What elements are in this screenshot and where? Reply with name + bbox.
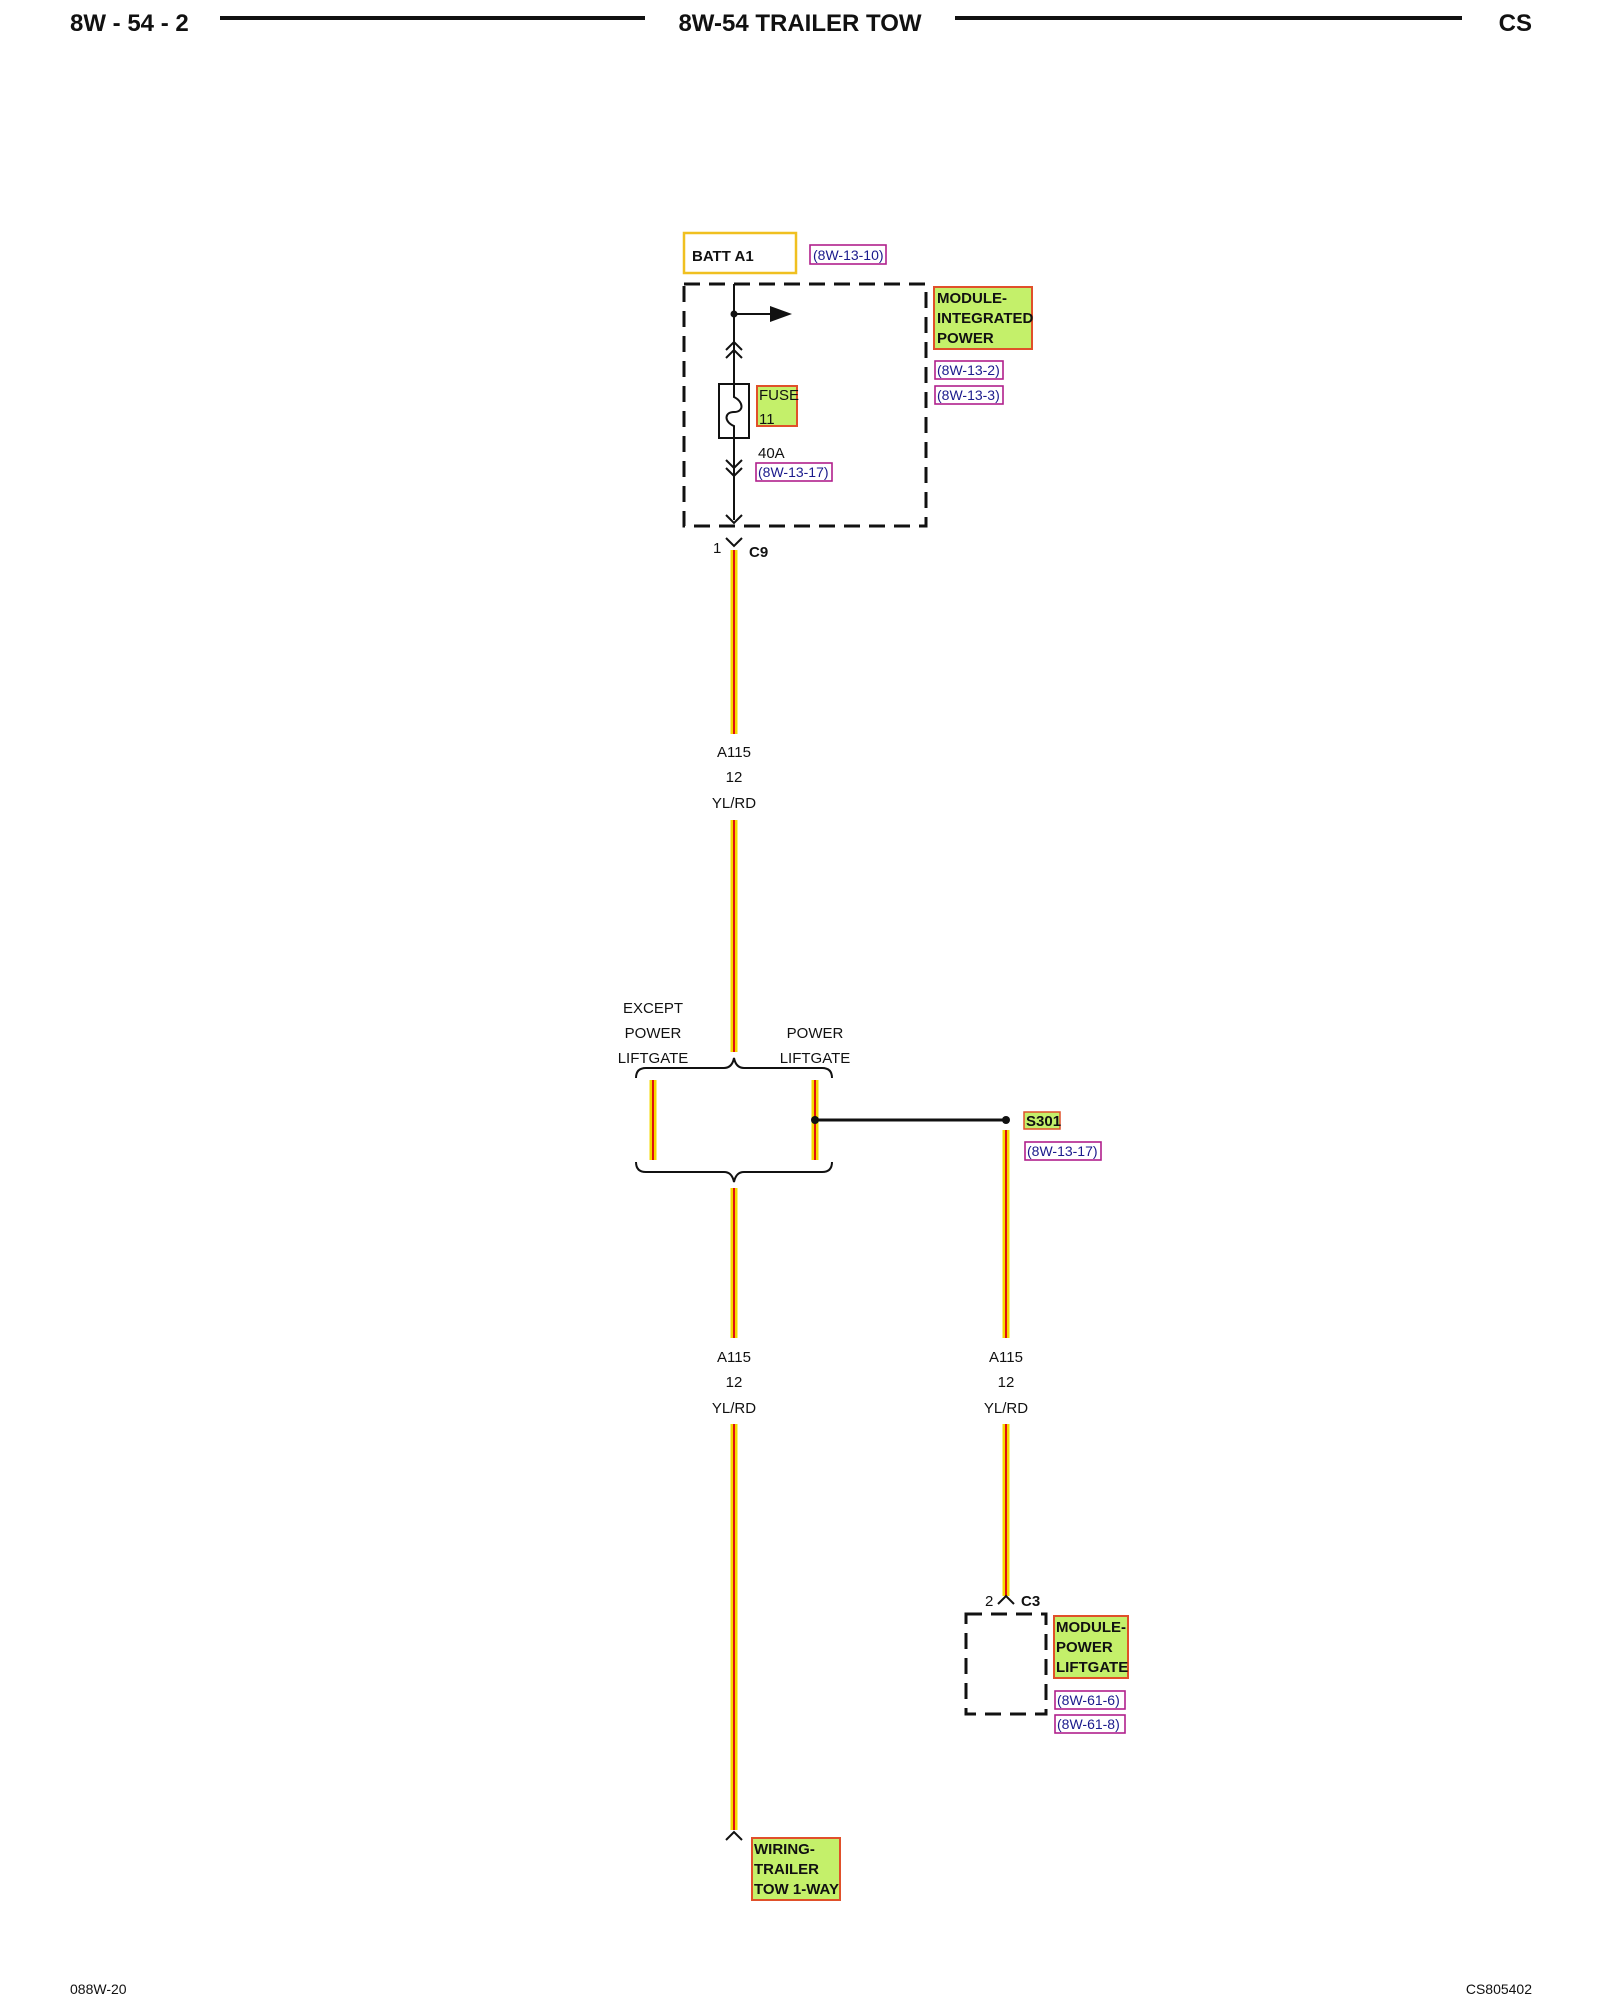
module-integrated-power-box — [682, 282, 928, 528]
svg-text:(8W-13-17): (8W-13-17) — [1027, 1143, 1098, 1159]
fuse-label-box — [756, 385, 798, 427]
wire-left-circuit: A115 — [717, 1349, 751, 1366]
c3-pin: 2 — [985, 1593, 993, 1610]
chevron-lower-b — [725, 467, 743, 478]
wire-top-color: YL/RD — [712, 795, 756, 812]
fuse-label-line-2: 11 — [759, 411, 775, 428]
svg-text:(8W-13-3): (8W-13-3) — [937, 387, 1000, 403]
svg-text:(8W-61-8): (8W-61-8) — [1057, 1716, 1120, 1732]
batt-label: BATT A1 — [692, 248, 754, 265]
header-title: 8W-54 TRAILER TOW — [678, 10, 921, 37]
wire-left-gauge: 12 — [726, 1374, 743, 1391]
splice-ref-link[interactable]: (8W-13-17) — [1024, 1141, 1102, 1161]
option-right-line-1: POWER — [787, 1025, 844, 1042]
mip-label-line-3: POWER — [937, 330, 994, 347]
fuse-rating: 40A — [758, 445, 785, 462]
svg-text:(8W-13-10): (8W-13-10) — [813, 247, 884, 263]
c9-pin: 1 — [713, 540, 721, 557]
batt-box — [682, 231, 798, 275]
fuse-ref-link[interactable]: (8W-13-17) — [755, 462, 833, 482]
wire-top-circuit: A115 — [717, 744, 751, 761]
header-left: 8W - 54 - 2 — [70, 10, 189, 37]
chevron-upper-a — [725, 340, 743, 351]
wt-label-line-2: TRAILER — [754, 1861, 819, 1878]
footer-left: 088W-20 — [70, 1981, 127, 1997]
option-left-line-3: LIFTGATE — [618, 1050, 689, 1067]
splice-s301-dot — [1002, 1116, 1010, 1124]
fuse-element — [725, 384, 743, 438]
module-power-liftgate-label-box — [1053, 1615, 1129, 1679]
svg-text:(8W-13-17): (8W-13-17) — [758, 464, 829, 480]
footer-right: CS805402 — [1466, 1981, 1532, 1997]
mip-label-line-2: INTEGRATED — [937, 310, 1034, 327]
svg-text:(8W-61-6): (8W-61-6) — [1057, 1692, 1120, 1708]
c9-connector-symbol — [725, 537, 743, 548]
option-brace-top — [635, 1057, 833, 1079]
chevron-upper-b — [725, 348, 743, 359]
batt-ref-link[interactable]: (8W-13-10) — [809, 244, 887, 265]
wire-right-color: YL/RD — [984, 1400, 1028, 1417]
mpl-label-line-2: POWER — [1056, 1639, 1113, 1656]
mip-ref-link-1[interactable]: (8W-13-2) — [934, 360, 1004, 380]
c9-name: C9 — [749, 544, 768, 561]
module-power-liftgate-box — [964, 1612, 1048, 1716]
wiring-trailer-label-box — [751, 1837, 841, 1901]
wire-right-circuit: A115 — [989, 1349, 1023, 1366]
wt-label-line-1: WIRING- — [754, 1841, 815, 1858]
c3-connector-symbol — [997, 1594, 1015, 1605]
option-right-line-2: LIFTGATE — [780, 1050, 851, 1067]
splice-label-box — [1023, 1111, 1061, 1130]
mip-ref-link-2[interactable]: (8W-13-3) — [934, 385, 1004, 405]
mpl-ref-link-1[interactable]: (8W-61-6) — [1054, 1690, 1126, 1710]
header-right: CS — [1499, 10, 1532, 37]
module-integrated-power-label-box — [933, 286, 1033, 350]
wt-label-line-3: TOW 1-WAY — [754, 1881, 839, 1898]
svg-text:(8W-13-2): (8W-13-2) — [937, 362, 1000, 378]
mpl-label-line-3: LIFTGATE — [1056, 1659, 1128, 1676]
mpl-ref-link-2[interactable]: (8W-61-8) — [1054, 1714, 1126, 1734]
c3-name: C3 — [1021, 1593, 1040, 1610]
trailer-connector-symbol — [725, 1830, 743, 1841]
chevron-bottom — [725, 514, 743, 525]
wire-top-gauge: 12 — [726, 769, 743, 786]
mpl-label-line-1: MODULE- — [1056, 1619, 1126, 1636]
wire-left-color: YL/RD — [712, 1400, 756, 1417]
option-brace-bottom — [635, 1161, 833, 1183]
bus-arrow — [770, 306, 792, 322]
option-left-line-1: EXCEPT — [623, 1000, 683, 1017]
splice-name: S301 — [1026, 1113, 1061, 1130]
wire-right-gauge: 12 — [998, 1374, 1015, 1391]
mip-label-line-1: MODULE- — [937, 290, 1007, 307]
option-left-line-2: POWER — [625, 1025, 682, 1042]
fuse-label-line-1: FUSE — [759, 387, 799, 404]
chevron-lower-a — [725, 459, 743, 470]
